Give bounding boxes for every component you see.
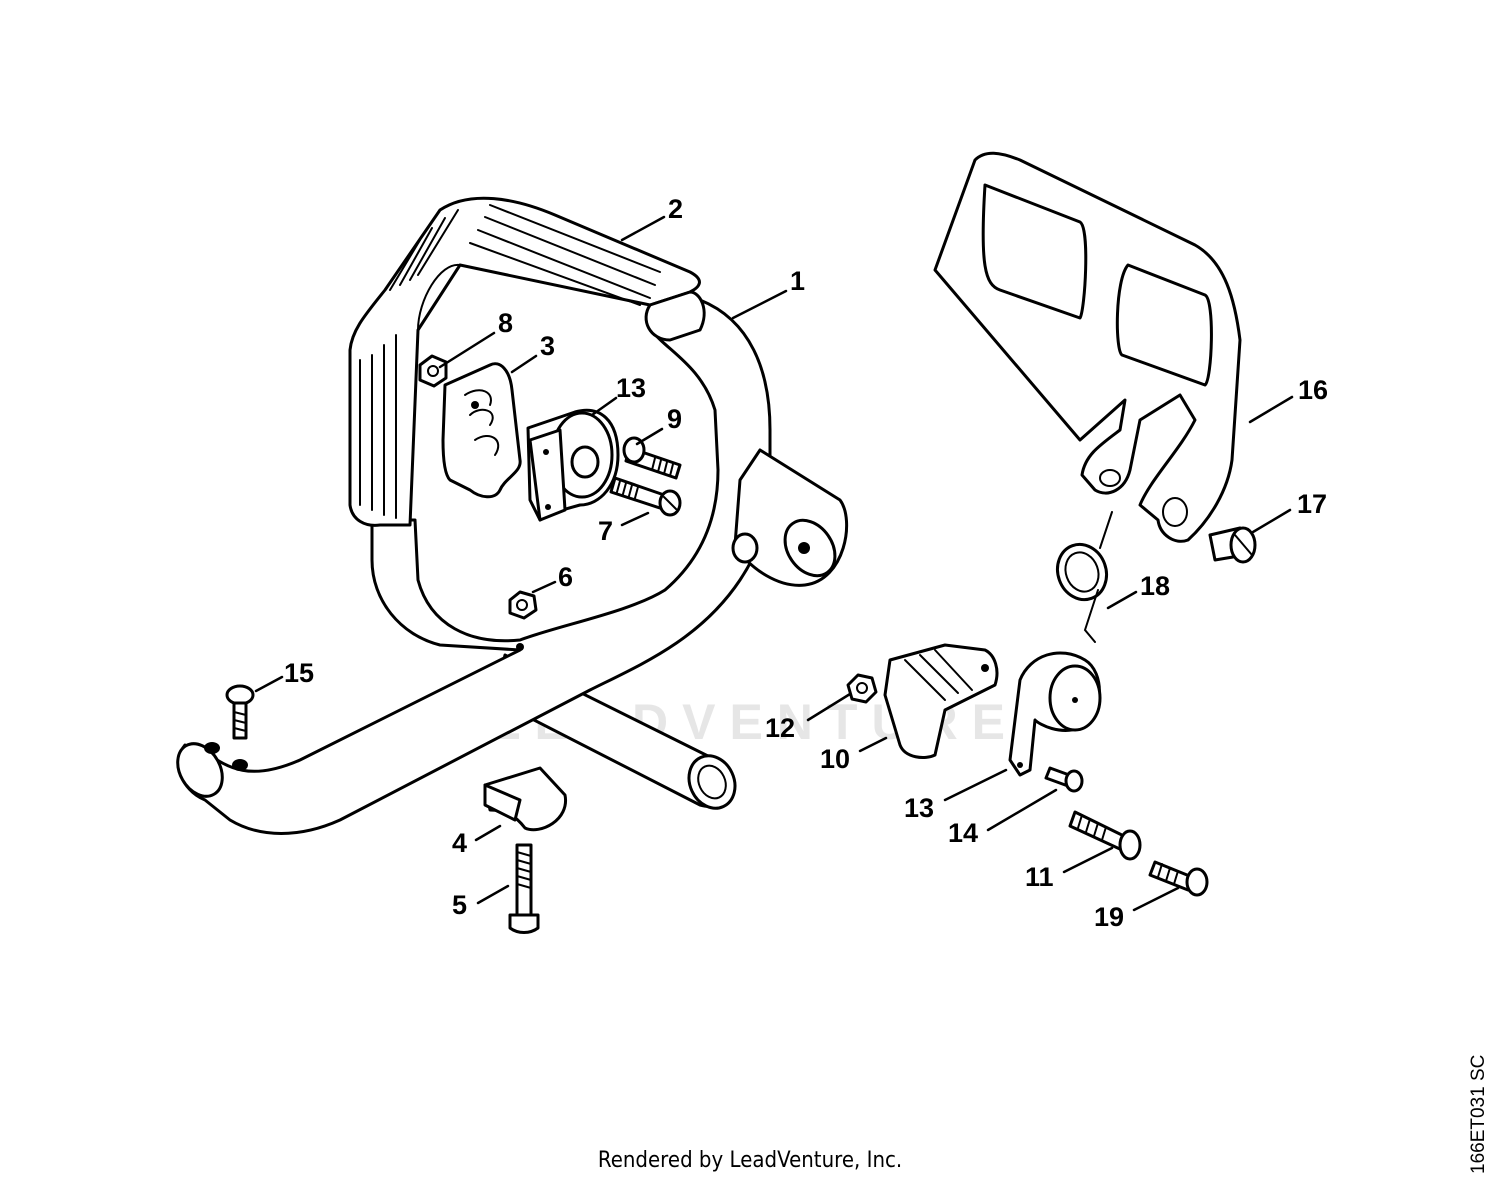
callout-17: 17 — [1297, 489, 1327, 519]
part-13-buffer-upper[interactable] — [526, 408, 620, 522]
leader-lines — [254, 215, 1294, 912]
callout-7: 7 — [598, 516, 613, 546]
part-12-nut[interactable] — [846, 673, 878, 704]
callout-9: 9 — [667, 404, 682, 434]
callout-11: 11 — [1025, 862, 1054, 892]
part-11-screw[interactable] — [1068, 810, 1142, 861]
callout-labels: 1 2 3 8 13 9 7 6 15 4 5 12 10 13 14 11 1… — [284, 194, 1328, 932]
part-15-screw[interactable] — [225, 684, 255, 740]
part-10-bracket[interactable] — [883, 643, 999, 759]
part-19-screw[interactable] — [1148, 860, 1209, 897]
part-2-grip-sleeve[interactable] — [348, 196, 706, 527]
part-4-clamp[interactable] — [483, 766, 567, 832]
part-9-screw[interactable] — [622, 436, 682, 480]
part-13-buffer-lower[interactable] — [1008, 651, 1102, 777]
callout-12: 12 — [765, 713, 795, 743]
part-16-hand-guard[interactable] — [933, 151, 1242, 543]
callout-18: 18 — [1140, 571, 1170, 601]
callout-3: 3 — [540, 331, 555, 361]
part-3-bracket[interactable] — [441, 362, 522, 499]
callout-16: 16 — [1298, 375, 1328, 405]
drawing-code: 166ET031 SC — [1468, 1054, 1489, 1174]
rendered-by-credit: Rendered by LeadVenture, Inc. — [597, 1148, 903, 1173]
callout-19: 19 — [1094, 902, 1124, 932]
part-5-screw[interactable] — [508, 843, 540, 934]
callout-1: 1 — [790, 266, 805, 296]
part-6-nut[interactable] — [508, 590, 538, 620]
callout-5: 5 — [452, 890, 467, 920]
callout-13-upper: 13 — [616, 373, 646, 403]
callout-2: 2 — [668, 194, 683, 224]
callout-14: 14 — [948, 818, 978, 848]
callout-13-lower: 13 — [904, 793, 934, 823]
callout-6: 6 — [558, 562, 573, 592]
part-17-screw[interactable] — [1208, 526, 1257, 564]
handle-inner-edge — [417, 263, 651, 331]
part-18-spring[interactable] — [1050, 511, 1114, 643]
part-8-nut[interactable] — [418, 354, 448, 388]
part-1-handle-bar[interactable] — [169, 293, 848, 835]
part-14-screw[interactable] — [1044, 766, 1084, 793]
callout-4: 4 — [452, 828, 467, 858]
part-7-screw[interactable] — [609, 476, 682, 517]
callout-15: 15 — [284, 658, 314, 688]
callout-8: 8 — [498, 308, 513, 338]
callout-10: 10 — [820, 744, 850, 774]
